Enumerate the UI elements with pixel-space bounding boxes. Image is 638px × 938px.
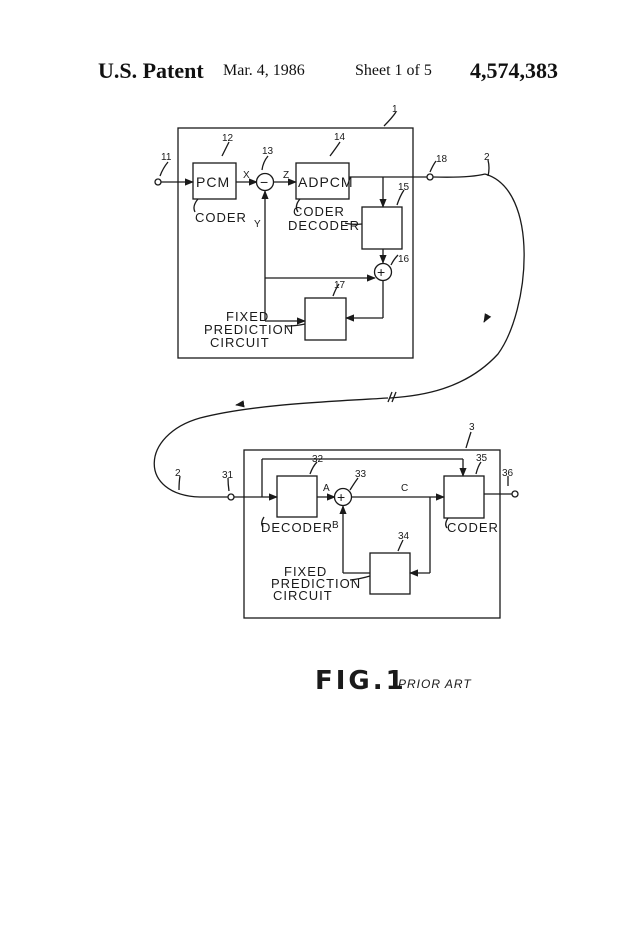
transmitter-output-ref: 18 bbox=[436, 154, 448, 165]
receiver-prediction-ref: 34 bbox=[398, 531, 410, 542]
receiver-adder-symbol: + bbox=[337, 489, 346, 505]
receiver-ref: 3 bbox=[469, 422, 475, 433]
line-break-mark bbox=[387, 391, 397, 403]
receiver-prediction-line3: CIRCUIT bbox=[273, 588, 333, 603]
transmitter-ref: 1 bbox=[392, 104, 398, 115]
pcm-ref: 12 bbox=[222, 133, 234, 144]
transmitter-prediction-line1: FIXED bbox=[226, 309, 269, 324]
patent-date: Mar. 4, 1986 bbox=[223, 62, 305, 79]
receiver-decoder-ref: 32 bbox=[312, 454, 324, 465]
transmitter-prediction-line3: CIRCUIT bbox=[210, 335, 270, 350]
signal-y: Y bbox=[254, 219, 261, 230]
receiver-coder-block bbox=[443, 475, 485, 519]
transmission-line-upper bbox=[389, 173, 525, 399]
transmitter-decoder-block bbox=[361, 206, 403, 250]
pcm-text: PCM bbox=[196, 174, 230, 190]
transmitter-adder bbox=[373, 262, 393, 282]
receiver-decoder-label: DECODER bbox=[261, 520, 333, 535]
adpcm-coder-label: CODER bbox=[293, 204, 345, 219]
transmitter-prediction-block bbox=[304, 297, 347, 341]
patent-label: U.S. Patent bbox=[98, 58, 204, 83]
transmitter-ref-leader bbox=[383, 111, 397, 127]
subtractor-symbol: − bbox=[260, 174, 269, 190]
signal-z: Z bbox=[283, 170, 289, 181]
pcm-block bbox=[192, 162, 237, 200]
signal-c: C bbox=[401, 483, 408, 494]
receiver-prediction-block bbox=[369, 552, 411, 595]
line-ref-upper: 2 bbox=[484, 152, 490, 163]
receiver-coder-ref: 35 bbox=[476, 453, 488, 464]
subtractor-ref: 13 bbox=[262, 146, 274, 157]
transmitter-prediction-line2: PREDICTION bbox=[204, 322, 294, 337]
receiver-input-ref: 31 bbox=[222, 470, 234, 481]
transmitter-output-terminal bbox=[426, 173, 434, 181]
receiver-prediction-line2: PREDICTION bbox=[271, 576, 361, 591]
line-ref-lower: 2 bbox=[175, 468, 181, 479]
receiver-coder-label: CODER bbox=[447, 520, 499, 535]
transmitter-frame bbox=[177, 127, 414, 359]
signal-b: B bbox=[332, 520, 339, 531]
adpcm-ref: 14 bbox=[334, 132, 346, 143]
transmitter-input-ref: 11 bbox=[161, 152, 172, 163]
transmitter-adder-symbol: + bbox=[377, 264, 386, 280]
transmitter-input-terminal bbox=[154, 178, 162, 186]
receiver-output-ref: 36 bbox=[502, 468, 514, 479]
receiver-prediction-line1: FIXED bbox=[284, 564, 327, 579]
transmission-line-lower bbox=[153, 397, 389, 498]
sheet-number: Sheet 1 of 5 bbox=[355, 62, 432, 79]
adpcm-text: ADPCM bbox=[298, 174, 354, 190]
transmitter-prediction-ref: 17 bbox=[334, 280, 346, 291]
pcm-coder-label: CODER bbox=[195, 210, 247, 225]
receiver-decoder-block bbox=[276, 475, 318, 518]
receiver-adder-ref: 33 bbox=[355, 469, 367, 480]
patent-number: 4,574,383 bbox=[470, 58, 558, 83]
signal-a: A bbox=[323, 483, 330, 494]
adpcm-block bbox=[295, 162, 350, 200]
receiver-output-terminal bbox=[511, 490, 519, 498]
transmitter-decoder-ref: 15 bbox=[398, 182, 410, 193]
transmitter-adder-ref: 16 bbox=[398, 254, 410, 265]
receiver-input-terminal bbox=[227, 493, 235, 501]
signal-x: X bbox=[243, 170, 250, 181]
receiver-frame bbox=[243, 449, 501, 619]
figure-subtitle: PRIOR ART bbox=[398, 677, 472, 691]
line-segment-1 bbox=[432, 173, 486, 178]
transmitter-decoder-label: DECODER bbox=[288, 218, 360, 233]
figure-title: FIG.1 bbox=[315, 666, 407, 696]
